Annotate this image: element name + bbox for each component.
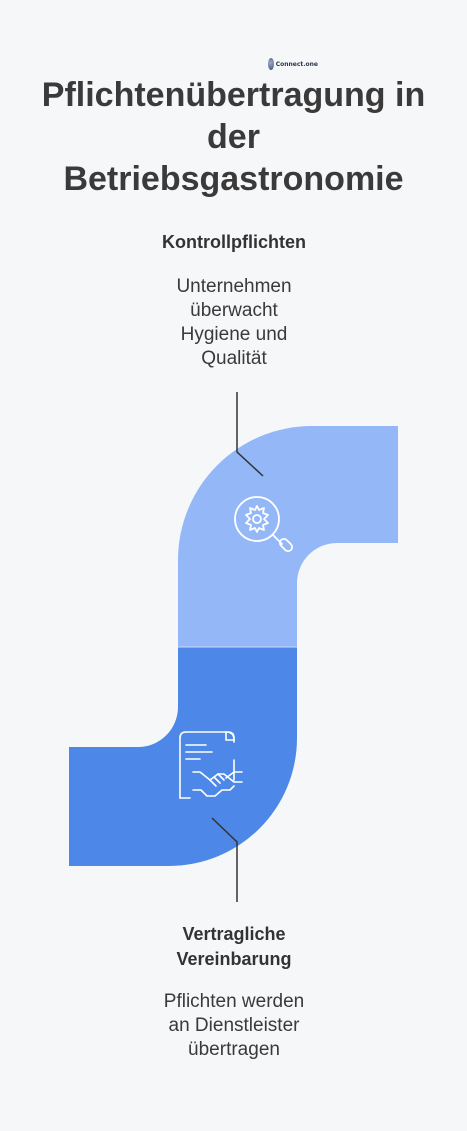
step-1-label: Kontrollpflichten (162, 232, 306, 252)
step-2-connector (211, 817, 238, 902)
step-1-description: Unternehmen überwacht Hygiene und Qualit… (134, 275, 334, 371)
logo-mark-icon (268, 58, 274, 70)
step-1-description-line: überwacht (190, 300, 278, 321)
step-1-description-line: Unternehmen (176, 276, 292, 297)
title-line: Betriebsgastronomie (63, 160, 404, 198)
step-1-connector (236, 392, 264, 477)
lower-pipe-segment (69, 647, 297, 866)
page-title: Pflichtenübertragung in der Betriebsgast… (0, 74, 467, 200)
magnifier-gear-icon (234, 496, 294, 553)
step-2-label: Vertragliche Vereinbarung (134, 922, 334, 972)
step-2-label-line: Vereinbarung (176, 949, 292, 969)
step-1-description-line: Qualität (201, 348, 267, 369)
step-2-description-line: an Dienstleister (168, 1015, 300, 1036)
title-line: Pflichtenübertragung in (41, 76, 426, 114)
step-2-description: Pflichten werden an Dienstleister übertr… (114, 990, 354, 1062)
contract-handshake-icon (179, 731, 243, 799)
step-1-description-line: Hygiene und (180, 324, 288, 345)
step-2-description-line: übertragen (188, 1039, 280, 1060)
title-line: der (207, 118, 260, 156)
step-2-label-line: Vertragliche (182, 924, 286, 944)
brand-logo: Connect.one (268, 56, 318, 72)
upper-pipe-segment (178, 426, 398, 647)
step-2-description-line: Pflichten werden (163, 991, 305, 1012)
logo-text: Connect.one (275, 60, 318, 68)
